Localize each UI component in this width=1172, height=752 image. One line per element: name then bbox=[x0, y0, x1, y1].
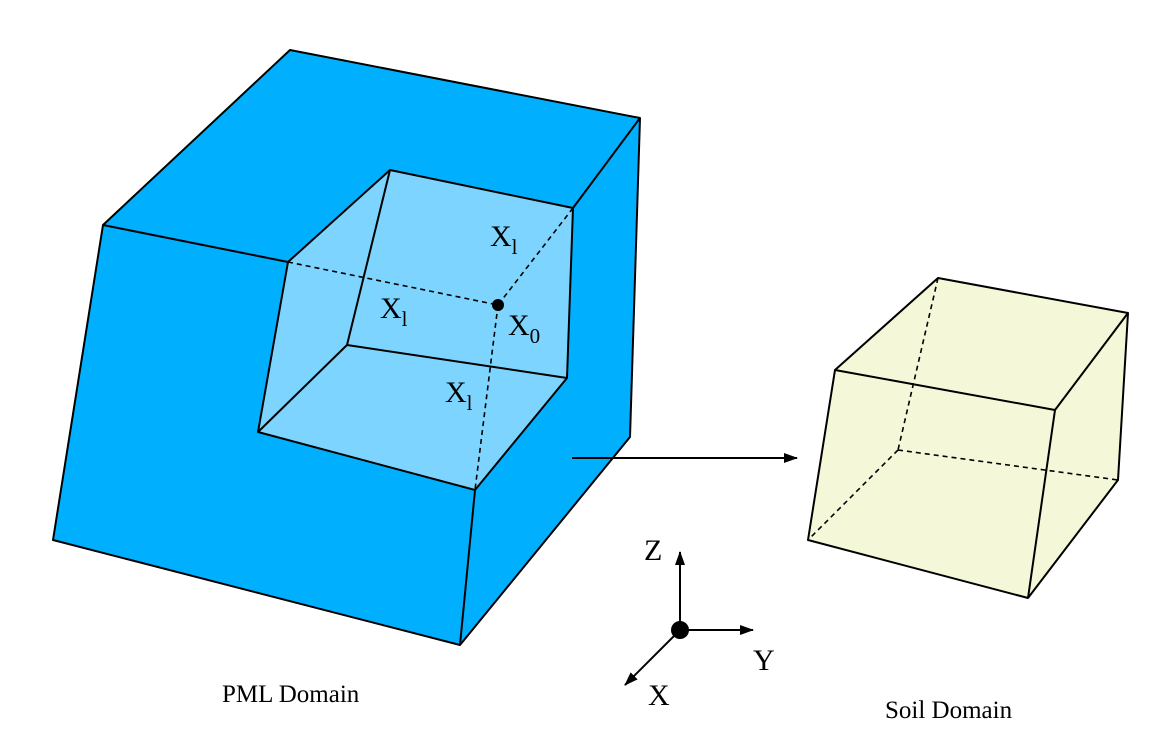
axis-x-label: X bbox=[648, 679, 670, 712]
coordinate-axes: Z Y X bbox=[624, 534, 775, 712]
label-x1-left: Xl bbox=[380, 292, 408, 331]
label-x1-top: Xl bbox=[490, 220, 518, 259]
pml-edge-right-notch bbox=[572, 117, 641, 209]
soil-edge-front-top bbox=[834, 369, 1056, 411]
axis-y-label: Y bbox=[753, 644, 775, 677]
soil-hidden-horizontal bbox=[897, 449, 1119, 481]
cutout-edge-horizontal bbox=[346, 344, 568, 379]
cutout-edge-vertical bbox=[346, 169, 391, 346]
hidden-edge-bottom bbox=[474, 304, 499, 491]
axis-x-arrow bbox=[624, 629, 681, 686]
axis-z-label: Z bbox=[644, 534, 662, 567]
soil-edge-front-right bbox=[1027, 409, 1056, 599]
hidden-edge-top bbox=[497, 207, 574, 306]
soil-edge-top-right bbox=[1054, 312, 1129, 411]
corner-point-x0 bbox=[492, 299, 504, 311]
pml-domain: Xl Xl X0 Xl PML Domain bbox=[52, 49, 641, 708]
soil-hidden-vertical bbox=[897, 277, 939, 451]
soil-domain-caption: Soil Domain bbox=[885, 697, 1013, 724]
soil-hidden-diagonal bbox=[807, 449, 899, 541]
pml-edge-front-lower bbox=[459, 489, 476, 646]
soil-outer-body bbox=[807, 277, 1129, 599]
pml-edge-top-front bbox=[102, 224, 289, 263]
cutout-edge-diagonal bbox=[257, 344, 348, 433]
soil-domain: Soil Domain bbox=[807, 277, 1129, 724]
label-x1-bottom: Xl bbox=[445, 376, 473, 415]
axis-origin bbox=[671, 621, 689, 639]
pml-domain-caption: PML Domain bbox=[222, 681, 360, 708]
label-x0: X0 bbox=[508, 309, 540, 348]
